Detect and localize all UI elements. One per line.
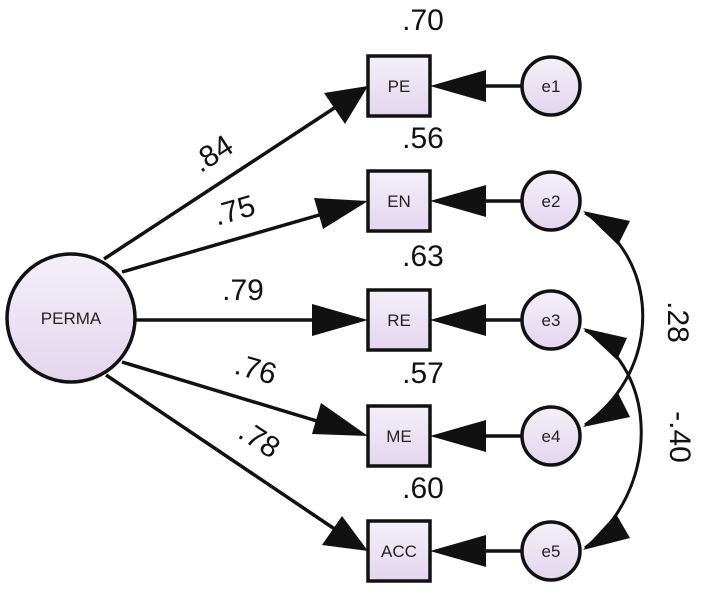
indicator-en-node: [366, 169, 432, 233]
path-perma-en: [121, 207, 341, 274]
covariance-arrowhead: [583, 211, 630, 245]
path-arrowhead: [322, 516, 368, 551]
loading-me-value: .76: [231, 348, 280, 391]
error-e1-label: e1: [542, 77, 561, 96]
path-perma-pe: [103, 99, 346, 261]
loading-acc-value: .78: [233, 415, 286, 465]
covariance-arrowhead: [583, 328, 627, 360]
indicator-me-node: [366, 404, 432, 468]
path-arrowhead: [430, 535, 486, 567]
covariance-arrowhead: [583, 393, 630, 427]
error-e3-label: e3: [542, 311, 561, 330]
indicator-acc-node: [366, 519, 432, 583]
indicator-re-node: [366, 288, 432, 352]
path-perma-me: [121, 360, 341, 430]
path-arrowhead: [430, 420, 486, 452]
covariance-e3-e5-value: -.40: [663, 411, 696, 463]
latent-perma-label: PERMA: [41, 309, 102, 328]
loading-re-value: .79: [222, 274, 264, 307]
loading-pe-value: .84: [186, 129, 239, 179]
path-arrowhead: [430, 185, 486, 217]
r2-re-value: .63: [402, 240, 444, 273]
r2-en-value: .56: [402, 122, 444, 155]
indicator-pe-label: PE: [388, 77, 411, 96]
path-arrowhead: [314, 198, 368, 229]
error-e5-label: e5: [542, 542, 561, 561]
error-e3-node: [520, 289, 582, 351]
indicator-acc-label: ACC: [381, 542, 417, 561]
error-e4-label: e4: [542, 427, 561, 446]
path-arrowhead: [430, 304, 486, 336]
covariance-e2-e4-value: .28: [661, 301, 694, 343]
latent-perma-node: [5, 252, 137, 384]
covariance-arrowhead: [583, 514, 630, 550]
error-e2-label: e2: [542, 192, 561, 211]
loading-en-value: .75: [210, 189, 259, 232]
path-arrowhead: [312, 403, 368, 436]
path-arrowhead: [430, 70, 486, 102]
error-e1-node: [520, 55, 582, 117]
path-arrowhead: [312, 304, 368, 336]
error-e4-node: [520, 405, 582, 467]
error-e2-node: [520, 170, 582, 232]
r2-me-value: .57: [402, 357, 444, 390]
r2-acc-value: .60: [402, 472, 444, 505]
indicator-pe-node: [366, 54, 432, 118]
path-perma-acc: [105, 373, 346, 538]
error-e5-node: [520, 520, 582, 582]
r2-pe-value: .70: [402, 4, 444, 37]
indicator-re-label: RE: [387, 311, 411, 330]
indicator-en-label: EN: [387, 192, 411, 211]
indicator-me-label: ME: [386, 427, 412, 446]
path-arrowhead: [324, 86, 368, 124]
